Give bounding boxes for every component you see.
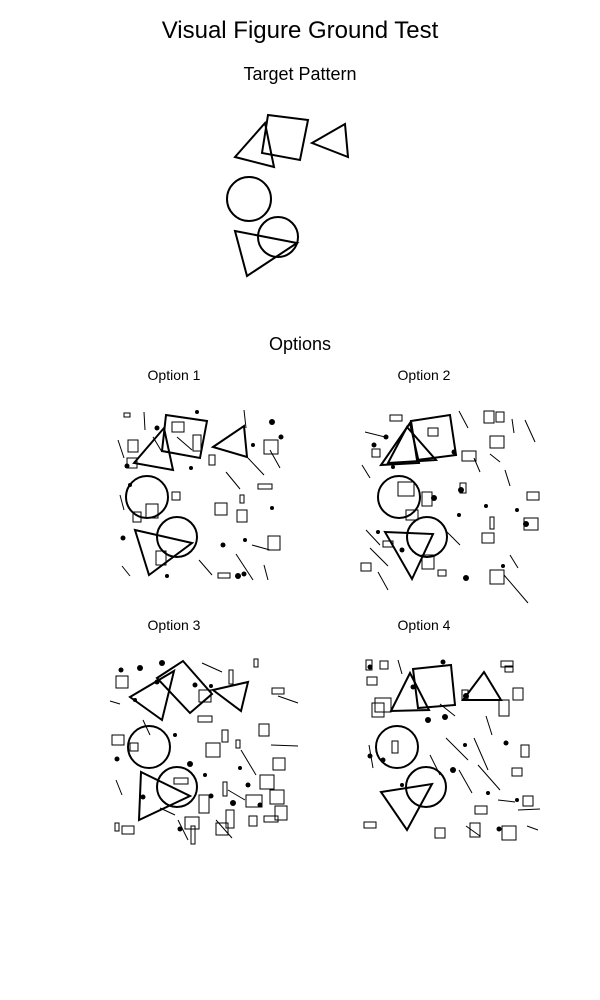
option-3-square <box>155 659 214 715</box>
option-2-triangle-right <box>386 425 439 465</box>
option-3-label[interactable]: Option 3 <box>147 617 201 633</box>
option-3-distractors <box>109 658 299 845</box>
option-2-figure[interactable] <box>360 410 540 604</box>
target-triangle-left <box>233 120 276 169</box>
option-3-circle-upper <box>127 725 171 769</box>
option-3-figure[interactable] <box>109 658 299 845</box>
option-4-label[interactable]: Option 4 <box>397 617 451 633</box>
option-3-circle-lower <box>156 766 198 808</box>
target-pattern-heading: Target Pattern <box>243 64 357 84</box>
target-circle-upper <box>226 176 272 222</box>
option-4-square <box>411 663 457 710</box>
option-1-triangle-lower <box>133 528 195 577</box>
option-1-triangle-left <box>132 425 175 472</box>
option-4-triangle-lower <box>379 782 434 832</box>
option-1-figure[interactable] <box>117 409 284 581</box>
option-3-triangle-right <box>210 680 250 713</box>
option-4-figure[interactable] <box>363 659 541 841</box>
option-1-circle-upper <box>125 475 169 519</box>
target-square <box>260 113 310 162</box>
option-4-distractors <box>363 659 541 841</box>
target-pattern <box>226 113 350 278</box>
target-circle-lower <box>257 216 299 258</box>
option-4-circle-lower <box>405 766 447 808</box>
option-2-circle-lower <box>406 516 448 558</box>
option-4-circle-upper <box>375 725 419 769</box>
option-1-triangle-right <box>210 424 249 459</box>
option-2-label[interactable]: Option 2 <box>397 367 451 383</box>
option-3-triangle-lower <box>137 770 193 822</box>
options-heading: Options <box>268 334 332 354</box>
page-title: Visual Figure Ground Test <box>161 17 439 44</box>
option-2-distractors <box>360 410 540 604</box>
option-1-distractors <box>117 409 284 581</box>
option-4-triangle-right <box>461 670 503 701</box>
option-2-triangle-left <box>379 420 421 467</box>
option-1-label[interactable]: Option 1 <box>147 367 201 383</box>
option-1-circle-lower <box>156 516 198 558</box>
option-3-triangle-left <box>128 668 176 722</box>
option-1-square <box>160 413 209 460</box>
option-2-circle-upper <box>377 475 421 519</box>
target-triangle-lower <box>233 229 300 278</box>
option-4-triangle-left <box>389 670 431 713</box>
target-triangle-right <box>309 122 350 159</box>
option-2-triangle-lower <box>383 530 435 582</box>
